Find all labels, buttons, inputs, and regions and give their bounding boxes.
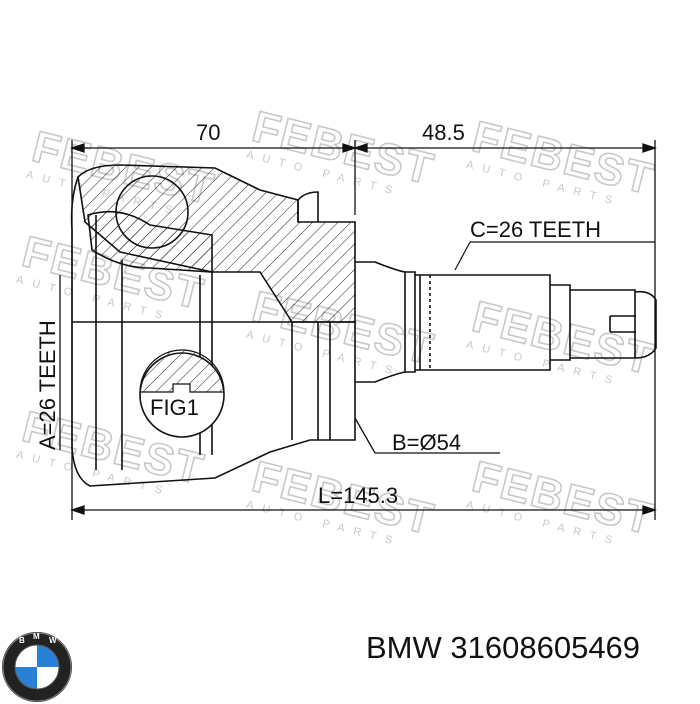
fig1-label: FIG1: [150, 395, 199, 420]
watermark-9: FEBEST AUTO PARTS: [465, 451, 660, 549]
dimension-48-5-label: 48.5: [422, 120, 465, 145]
dimension-lines: [59, 140, 658, 520]
diameter-b-label: B=Ø54: [392, 430, 461, 455]
total-length-label: L=145.3: [318, 483, 398, 508]
housing-section-hatched: [77, 164, 356, 323]
dimension-70-label: 70: [196, 120, 220, 145]
spline-c-label: C=26 TEETH: [470, 217, 601, 242]
housing-outline: [70, 176, 356, 487]
shaft-neck: [355, 261, 406, 383]
watermark-6: FEBEST AUTO PARTS: [465, 291, 660, 389]
spline-a-label: A=26 TEETH: [35, 320, 60, 450]
threaded-tip: [550, 284, 657, 361]
part-number: 31608605469: [450, 630, 641, 665]
cv-joint-part: [70, 164, 657, 487]
svg-text:W: W: [49, 636, 57, 645]
watermark-2: FEBEST AUTO PARTS: [245, 101, 440, 199]
svg-text:M: M: [33, 632, 40, 641]
brand-name: BMW: [366, 630, 442, 665]
svg-text:B: B: [19, 636, 25, 645]
ball-circle: [115, 175, 189, 249]
fig1-detail: FIG1: [139, 349, 225, 438]
bmw-logo-icon: B M W: [2, 632, 72, 702]
spline-shaft: [405, 271, 551, 373]
part-caption: BMW 31608605469: [366, 630, 640, 680]
watermark-3: FEBEST AUTO PARTS: [465, 111, 660, 209]
